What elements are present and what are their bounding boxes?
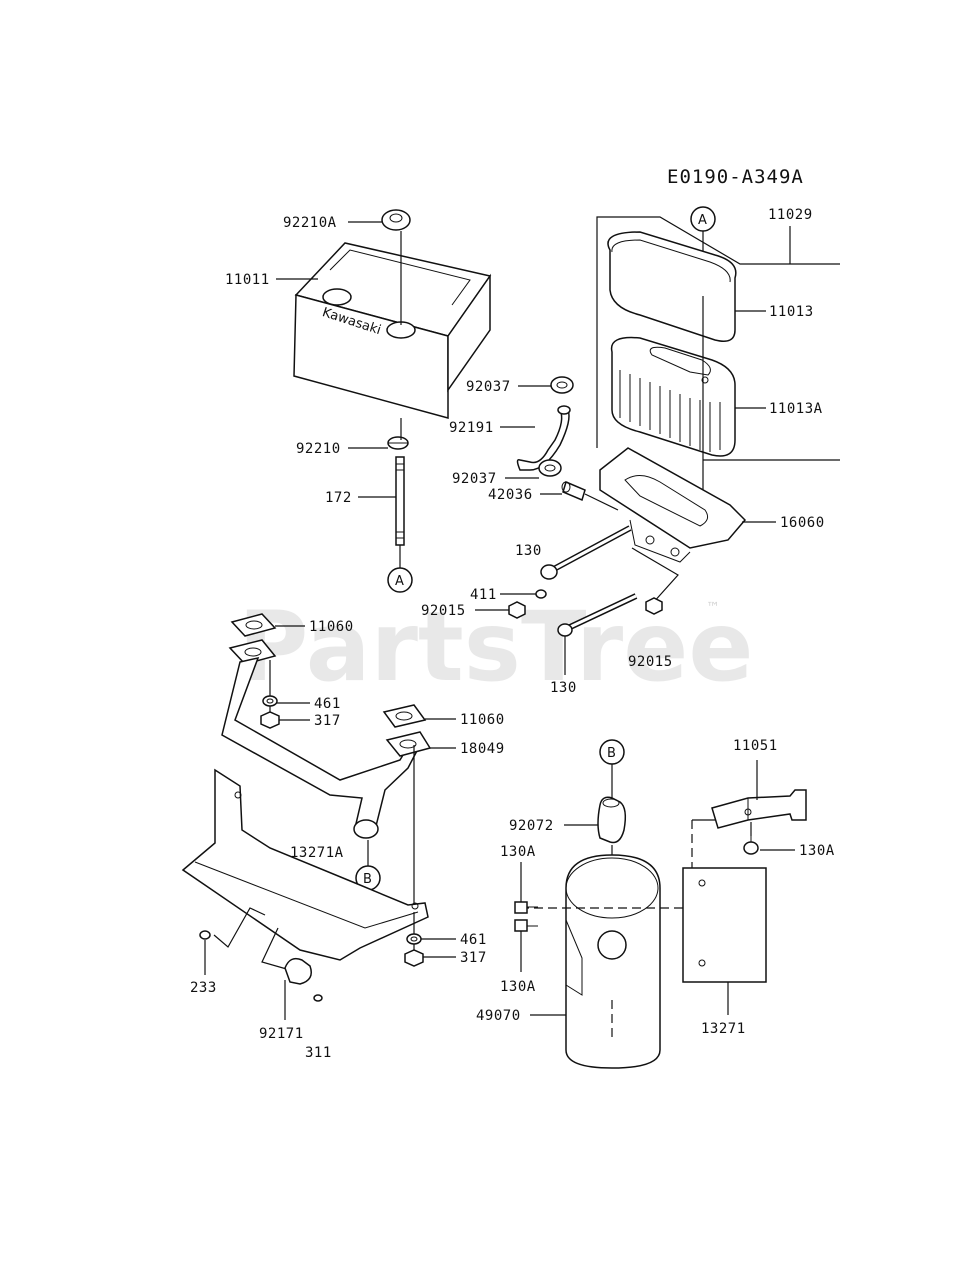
label-130-top[interactable]: 130 bbox=[515, 543, 542, 559]
screw-233[interactable] bbox=[199, 930, 211, 940]
gasket-11060-middle[interactable] bbox=[382, 704, 427, 728]
label-130A-right[interactable]: 130A bbox=[799, 843, 835, 859]
air-filter-element-11013A[interactable] bbox=[610, 336, 736, 457]
label-130-bottom[interactable]: 130 bbox=[550, 680, 577, 696]
label-92072[interactable]: 92072 bbox=[509, 818, 554, 834]
washer-411[interactable] bbox=[535, 589, 547, 599]
nut-92015-right[interactable] bbox=[645, 597, 663, 615]
label-461-bottom[interactable]: 461 bbox=[460, 932, 487, 948]
washer-461-top[interactable] bbox=[262, 695, 278, 707]
stud-172[interactable] bbox=[395, 456, 405, 546]
bolt-130-top[interactable] bbox=[540, 525, 632, 580]
label-11051[interactable]: 11051 bbox=[733, 738, 778, 754]
bolt-130A-right[interactable] bbox=[743, 836, 759, 855]
label-411[interactable]: 411 bbox=[470, 587, 497, 603]
clamp-92037-bottom[interactable] bbox=[538, 459, 562, 477]
label-92210A[interactable]: 92210A bbox=[283, 215, 337, 231]
bolt-130-bottom[interactable] bbox=[557, 593, 638, 637]
label-11060-top[interactable]: 11060 bbox=[309, 619, 354, 635]
watermark-tm: ™ bbox=[706, 600, 720, 616]
hose-92072[interactable] bbox=[597, 796, 627, 844]
bolt-130A-left-2[interactable] bbox=[514, 919, 538, 932]
diagram-code: E0190-A349A bbox=[667, 166, 804, 188]
label-11029[interactable]: 11029 bbox=[768, 207, 813, 223]
hose-92191[interactable] bbox=[516, 405, 571, 471]
clamp-92171[interactable] bbox=[284, 957, 312, 985]
label-92015-right[interactable]: 92015 bbox=[628, 654, 673, 670]
label-92037-bottom[interactable]: 92037 bbox=[452, 471, 497, 487]
svg-text:A: A bbox=[698, 213, 707, 228]
ref-b-circle-right: B bbox=[599, 739, 625, 765]
label-11013A[interactable]: 11013A bbox=[769, 401, 823, 417]
label-130A-left-top[interactable]: 130A bbox=[500, 844, 536, 860]
label-317-bottom[interactable]: 317 bbox=[460, 950, 487, 966]
pre-cleaner-11013[interactable] bbox=[607, 231, 737, 342]
label-311[interactable]: 311 bbox=[305, 1045, 332, 1061]
nut-311[interactable] bbox=[313, 994, 323, 1002]
label-11011[interactable]: 11011 bbox=[225, 272, 270, 288]
label-92191[interactable]: 92191 bbox=[449, 420, 494, 436]
label-92037-top[interactable]: 92037 bbox=[466, 379, 511, 395]
nut-92015-left[interactable] bbox=[508, 601, 526, 619]
knob-92210A[interactable] bbox=[381, 209, 411, 231]
ref-a-circle-bottom: A bbox=[387, 567, 413, 593]
label-13271[interactable]: 13271 bbox=[701, 1021, 746, 1037]
muffler-49070[interactable] bbox=[565, 854, 661, 1069]
label-317-top[interactable]: 317 bbox=[314, 713, 341, 729]
bolt-130A-left-1[interactable] bbox=[514, 901, 538, 914]
air-cleaner-cover-11011[interactable]: Kawasaki bbox=[293, 242, 492, 419]
label-16060[interactable]: 16060 bbox=[780, 515, 825, 531]
label-92210[interactable]: 92210 bbox=[296, 441, 341, 457]
label-18049[interactable]: 18049 bbox=[460, 741, 505, 757]
watermark-text: PartsTree bbox=[238, 591, 753, 703]
label-233[interactable]: 233 bbox=[190, 980, 217, 996]
nut-92210[interactable] bbox=[387, 436, 409, 450]
label-92171[interactable]: 92171 bbox=[259, 1026, 304, 1042]
label-461-top[interactable]: 461 bbox=[314, 696, 341, 712]
exhaust-pipe-13271A[interactable] bbox=[221, 639, 432, 839]
nut-317-bottom[interactable] bbox=[404, 949, 424, 967]
heat-shield-13271[interactable] bbox=[682, 867, 767, 983]
clamp-92037-top[interactable] bbox=[550, 376, 574, 394]
gasket-11060-top[interactable] bbox=[230, 613, 277, 637]
label-49070[interactable]: 49070 bbox=[476, 1008, 521, 1024]
label-11060-middle[interactable]: 11060 bbox=[460, 712, 505, 728]
svg-text:B: B bbox=[607, 746, 616, 761]
elbow-42036[interactable] bbox=[561, 480, 586, 502]
label-42036[interactable]: 42036 bbox=[488, 487, 533, 503]
svg-text:B: B bbox=[363, 872, 372, 887]
label-11013[interactable]: 11013 bbox=[769, 304, 814, 320]
base-16060[interactable] bbox=[599, 447, 747, 563]
washer-461-bottom[interactable] bbox=[406, 933, 422, 945]
ref-a-circle-top: A bbox=[690, 206, 716, 232]
muffler-cover-bracket[interactable] bbox=[181, 768, 429, 961]
nut-317-top[interactable] bbox=[260, 711, 280, 729]
label-172[interactable]: 172 bbox=[325, 490, 352, 506]
label-92015-left[interactable]: 92015 bbox=[421, 603, 466, 619]
svg-text:A: A bbox=[395, 574, 404, 589]
bracket-11051[interactable] bbox=[711, 789, 807, 829]
label-130A-left-bottom[interactable]: 130A bbox=[500, 979, 536, 995]
label-13271A[interactable]: 13271A bbox=[290, 845, 344, 861]
